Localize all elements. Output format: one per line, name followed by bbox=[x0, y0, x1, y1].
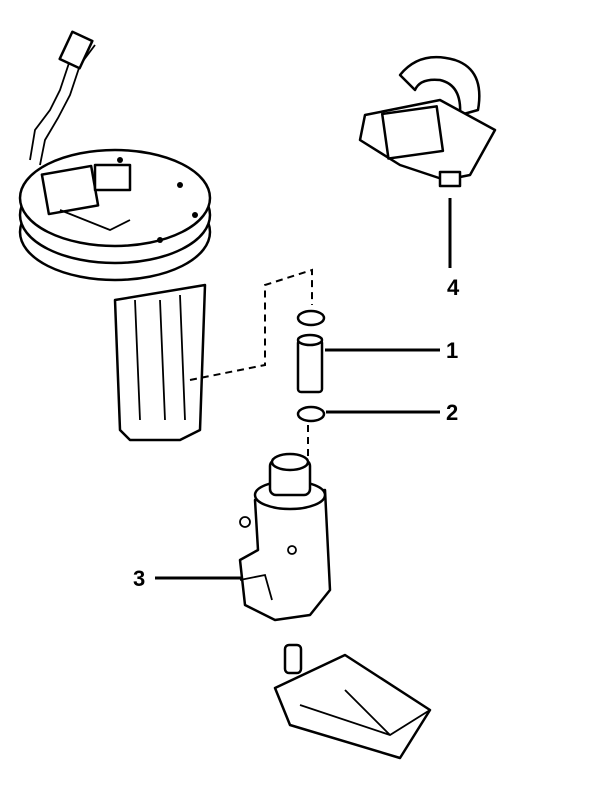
sender-assembly bbox=[18, 30, 212, 442]
ring-part bbox=[296, 405, 326, 423]
dashed-connection bbox=[189, 268, 313, 381]
upper-ring bbox=[296, 309, 326, 327]
callout-4: 4 bbox=[447, 275, 460, 300]
callout-1: 1 bbox=[446, 338, 459, 363]
fuel-pump-part bbox=[238, 452, 332, 622]
callout-2: 2 bbox=[446, 400, 459, 425]
tube-part bbox=[296, 333, 324, 394]
strainer-part bbox=[273, 643, 432, 760]
callout-3: 3 bbox=[133, 566, 146, 591]
sensor-part bbox=[358, 55, 497, 188]
